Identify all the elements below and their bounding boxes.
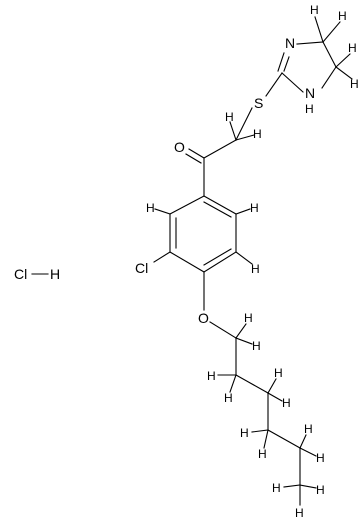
bond-c4-c5 [322,41,337,68]
bond-ring-c6-c1-inner [203,201,232,218]
bond-c2-s [265,72,283,97]
hydrogen-label: H [224,391,233,405]
bond-carbonyl-o-double [185,153,202,164]
bond-ch2-carbonyl [203,139,237,159]
hydrogen-label: H [316,451,325,465]
h-bond [335,66,353,80]
ether-oxygen-label: O [198,310,209,326]
h-bond [235,134,255,141]
chlorine-label: Cl [135,260,148,276]
bond-ring-c1-c2 [169,195,205,215]
h-bond [251,429,269,433]
h-bond [235,323,247,339]
bond-chain-c2-c3 [235,374,269,394]
hydrogen-label: H [240,426,249,440]
hydrogen-label: H [310,3,319,17]
bond-ring-c3-c4 [169,251,205,273]
bond-n3-c4 [296,41,324,45]
h-bond [314,16,324,43]
bond-c5-n1 [321,66,337,89]
nitrogen-lower-label: N [305,85,315,101]
bond-carbonyl-o [188,148,205,159]
h-bond [235,208,251,215]
h-bond [267,378,277,394]
h-bond [263,429,269,449]
hydrogen-label: H [338,9,347,23]
bond-chain-c4-c5 [267,429,301,449]
hydrogen-label: H [251,262,260,276]
bond-ring-c4-c5 [203,251,237,273]
bond-c2-n3 [277,52,285,72]
carbonyl-oxygen-label: O [174,139,185,155]
h-bond [299,484,317,489]
bond-n1-c2 [281,72,304,93]
h-bond [299,447,317,457]
hcl-hydrogen-label: H [50,266,60,282]
bond-c2-n3-double [283,56,290,72]
hydrogen-label: H [282,396,291,410]
bond-ring-cl [153,251,171,263]
bonds [31,41,337,486]
bond-s-ch2 [235,107,253,141]
hydrogen-label: H [225,110,234,124]
h-bond [267,392,283,402]
hydrogen-label: H [350,77,359,91]
bond-ring-c4-c5-inner [203,248,232,266]
hydrogen-labels: H H H H H H H H H H H H H H H H H H H H … [146,3,359,520]
h-bond [283,484,301,488]
h-bond [154,208,171,215]
h-bond [229,374,237,393]
hydrogen-label: H [244,311,253,325]
hydrogen-label: H [274,366,283,380]
bond-o-c1 [209,321,237,339]
bond-ring-c6-c1 [203,195,237,215]
hydrogen-label: H [146,201,155,215]
sulfur-label: S [254,95,263,111]
nitrogen-upper-label: N [285,35,295,51]
hydrogen-label: H [272,481,281,495]
hydrogen-label: H [252,339,261,353]
hydrogen-label: H [258,447,267,461]
hydrogen-label: H [207,369,216,383]
h-bond [335,53,351,68]
h-bond [299,434,307,449]
nh-hydrogen-label: H [305,102,314,116]
hydrogen-label: H [253,127,262,141]
h-bond [235,251,253,265]
h-bond [229,121,237,141]
hydrogen-bonds [154,16,353,506]
hydrogen-label: H [304,422,313,436]
hydrogen-label: H [250,201,259,215]
h-bond [322,21,341,43]
atom-labels: N N H S O Cl O Cl H [14,35,315,326]
hcl-chlorine-label: Cl [14,266,27,282]
hydrogen-label: H [295,506,304,520]
hydrogen-label: H [316,483,325,497]
hydrogen-label: H [348,41,357,55]
h-bond [235,337,253,345]
